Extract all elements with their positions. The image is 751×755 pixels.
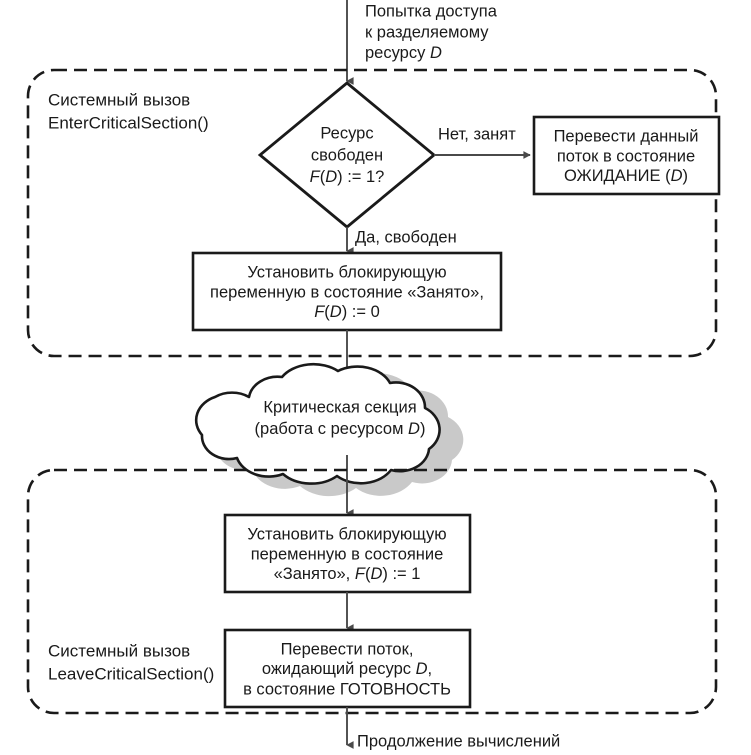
- group-leave-critical-section-label: Системный вызов LeaveCriticalSection(): [48, 641, 214, 683]
- group-enter-critical-section-label: Системный вызов EnterCriticalSection(): [48, 90, 209, 132]
- box-set-busy-zero-line3: F(D) := 0: [314, 303, 380, 321]
- group-leave-critical-section-border: [26, 468, 718, 715]
- box-set-busy-zero[interactable]: Установить блокирующую переменную в сост…: [191, 251, 503, 332]
- box-set-busy-one-line3: «Занято», F(D) := 1: [274, 565, 421, 583]
- box-wait-state[interactable]: Перевести данный поток в состояние ОЖИДА…: [532, 115, 721, 196]
- group-leave-label-line2: LeaveCriticalSection(): [48, 664, 214, 683]
- entry-label-line3: ресурсу D: [365, 44, 442, 62]
- box-ready-state-shape: [223, 628, 472, 709]
- entry-label-line2: к разделяемому: [365, 23, 489, 41]
- entry-label: Попытка доступа к разделяемому ресурсу D: [365, 2, 498, 62]
- cloud-critical-section[interactable]: Критическая секция (работа с ресурсом D): [194, 362, 464, 497]
- box-wait-line1: Перевести данный: [554, 127, 699, 145]
- edge-label-bottom: Продолжение вычислений: [357, 732, 560, 750]
- box-wait-line3: ОЖИДАНИЕ (D): [564, 167, 688, 185]
- group-enter-label-line2: EnterCriticalSection(): [48, 113, 209, 132]
- box-set-busy-one-line2: переменную в состояние: [251, 545, 444, 563]
- box-ready-line2: ожидающий ресурс D,: [262, 660, 432, 678]
- box-ready-state[interactable]: Перевести поток, ожидающий ресурс D, в с…: [223, 628, 472, 709]
- box-set-busy-zero-shape: [191, 251, 503, 332]
- box-set-busy-one[interactable]: Установить блокирующую переменную в сост…: [223, 513, 472, 594]
- cloud-line2: (работа с ресурсом D): [255, 420, 426, 438]
- entry-label-line1: Попытка доступа: [365, 2, 498, 20]
- box-ready-line3: в состояние ГОТОВНОСТЬ: [243, 680, 451, 698]
- box-wait-state-shape: [532, 115, 721, 196]
- decision-line2: свободен: [311, 146, 383, 164]
- cloud-line1: Критическая секция: [263, 398, 416, 416]
- decision-resource-free[interactable]: Ресурс свободен F(D) := 1?: [257, 81, 437, 229]
- decision-line1: Ресурс: [320, 124, 373, 142]
- box-ready-line1: Перевести поток,: [281, 640, 414, 658]
- box-set-busy-zero-line1: Установить блокирующую: [247, 263, 446, 281]
- box-wait-line2: поток в состояние: [557, 147, 695, 165]
- box-set-busy-zero-line2: переменную в состояние «Занято»,: [210, 283, 484, 301]
- group-enter-label-line1: Системный вызов: [48, 90, 190, 109]
- decision-line3: F(D) := 1?: [310, 168, 385, 186]
- group-enter-critical-section-border: [26, 68, 718, 358]
- group-leave-label-line1: Системный вызов: [48, 641, 190, 660]
- edge-label-yes-branch: Да, свободен: [355, 228, 457, 246]
- edge-label-no-branch: Нет, занят: [438, 125, 516, 143]
- box-set-busy-one-line1: Установить блокирующую: [247, 525, 446, 543]
- box-set-busy-one-shape: [223, 513, 472, 594]
